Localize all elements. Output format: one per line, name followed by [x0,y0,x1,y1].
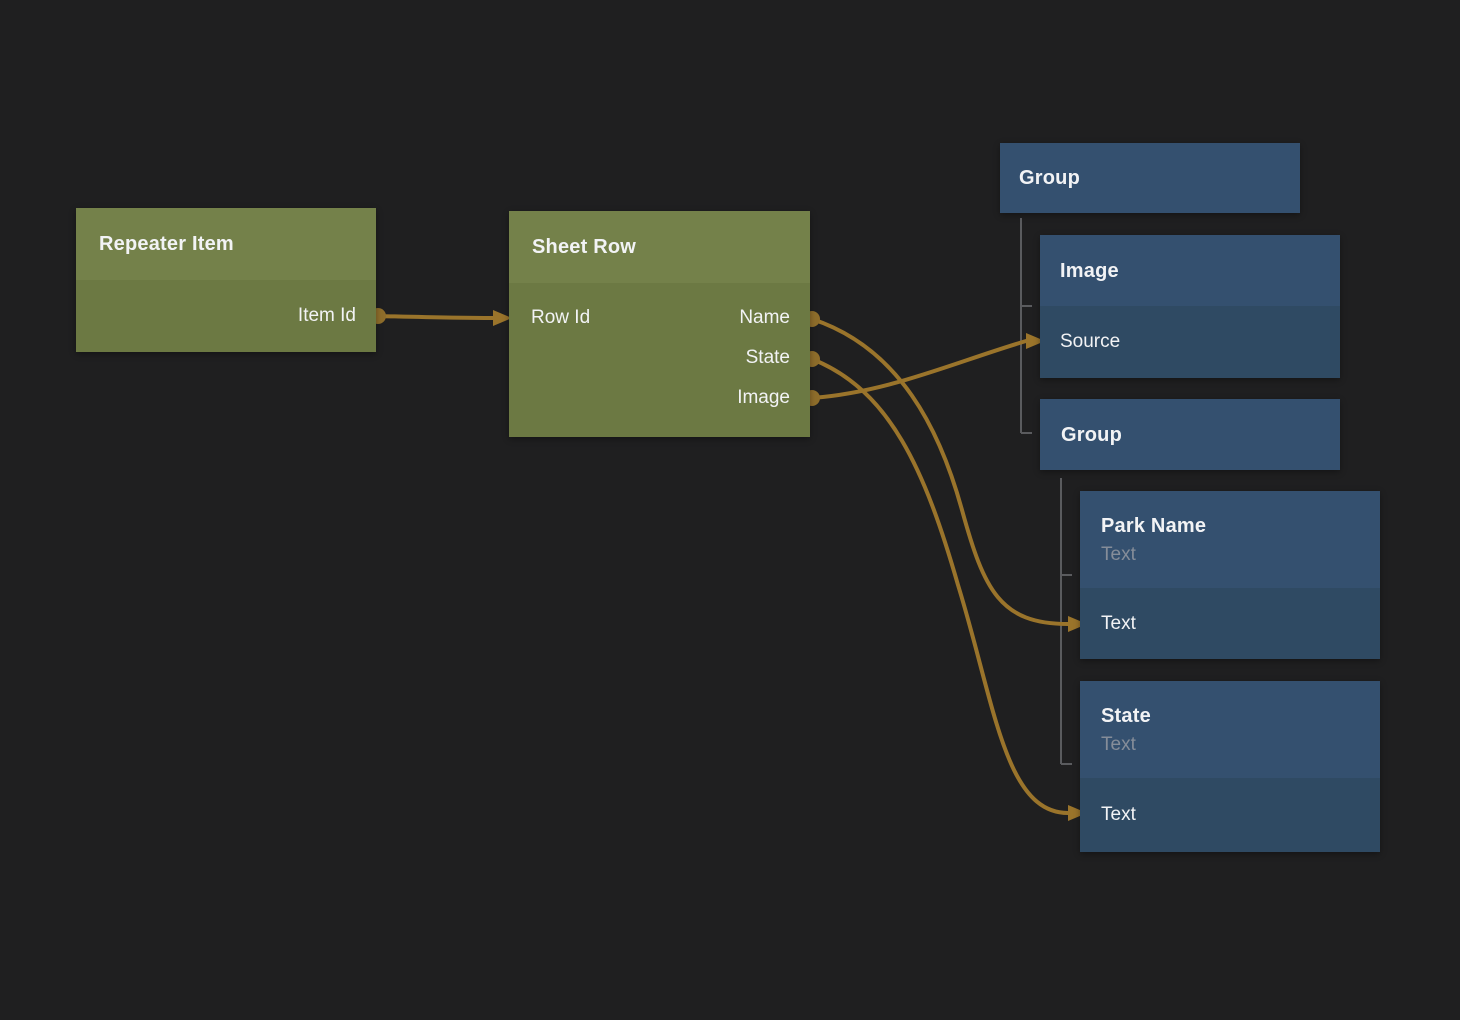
node-group-outer[interactable]: Group [1000,143,1300,213]
node-title: Repeater Item [99,233,234,255]
wire-state-to-state-text[interactable] [810,357,1070,815]
wire-image-to-source[interactable] [810,339,1028,400]
tree-line-outer-group [1020,218,1032,434]
port-label: Text [1101,612,1136,634]
node-title: State [1101,704,1151,727]
output-port-name[interactable]: Name [739,307,790,328]
port-row: Image [509,378,810,418]
node-header[interactable]: Image [1040,235,1340,306]
port-label: Item Id [297,305,356,326]
input-port-text[interactable]: Text [1080,588,1380,659]
output-port-item-id[interactable]: Item Id [76,296,376,336]
output-port-image[interactable]: Image [737,387,790,408]
node-title: Park Name [1101,514,1207,537]
node-state[interactable]: State Text Text [1080,681,1380,852]
node-repeater-item[interactable]: Repeater Item Item Id [76,208,376,352]
node-header[interactable]: Park Name Text [1080,491,1380,588]
port-label: Source [1060,331,1121,352]
node-header[interactable]: Repeater Item [76,208,376,280]
tree-line-inner-group [1060,478,1072,765]
node-header[interactable]: Group [1000,143,1300,213]
node-body: Row Id Name State Image [509,283,810,437]
output-port-state[interactable]: State [745,347,790,368]
node-header[interactable]: Sheet Row [509,211,810,283]
node-image[interactable]: Image Source [1040,235,1340,378]
node-subtitle: Text [1101,733,1136,755]
node-title: Group [1019,167,1080,189]
wire-itemid-to-rowid[interactable] [376,314,495,320]
arrow-into-state-text [1068,805,1087,821]
arrow-into-source [1026,333,1045,349]
port-label: Text [1101,804,1136,825]
node-header[interactable]: State Text [1080,681,1380,778]
node-title: Sheet Row [532,236,637,258]
input-port-text[interactable]: Text [1080,778,1380,852]
node-subtitle: Text [1101,543,1136,565]
node-group-inner[interactable]: Group [1040,399,1340,470]
node-body: Item Id [76,280,376,352]
node-header[interactable]: Group [1040,399,1340,470]
port-row: Row Id Name [509,298,810,338]
node-sheet-row[interactable]: Sheet Row Row Id Name State Image [509,211,810,437]
input-port-source[interactable]: Source [1040,306,1340,378]
port-row: State [509,338,810,378]
input-port-row-id[interactable]: Row Id [531,307,591,328]
node-title: Image [1060,259,1119,282]
arrow-into-parkname-text [1068,616,1087,632]
arrow-into-rowid [493,310,512,326]
node-park-name[interactable]: Park Name Text Text [1080,491,1380,659]
node-title: Group [1061,423,1122,446]
wire-name-to-parkname-text[interactable] [810,317,1070,626]
